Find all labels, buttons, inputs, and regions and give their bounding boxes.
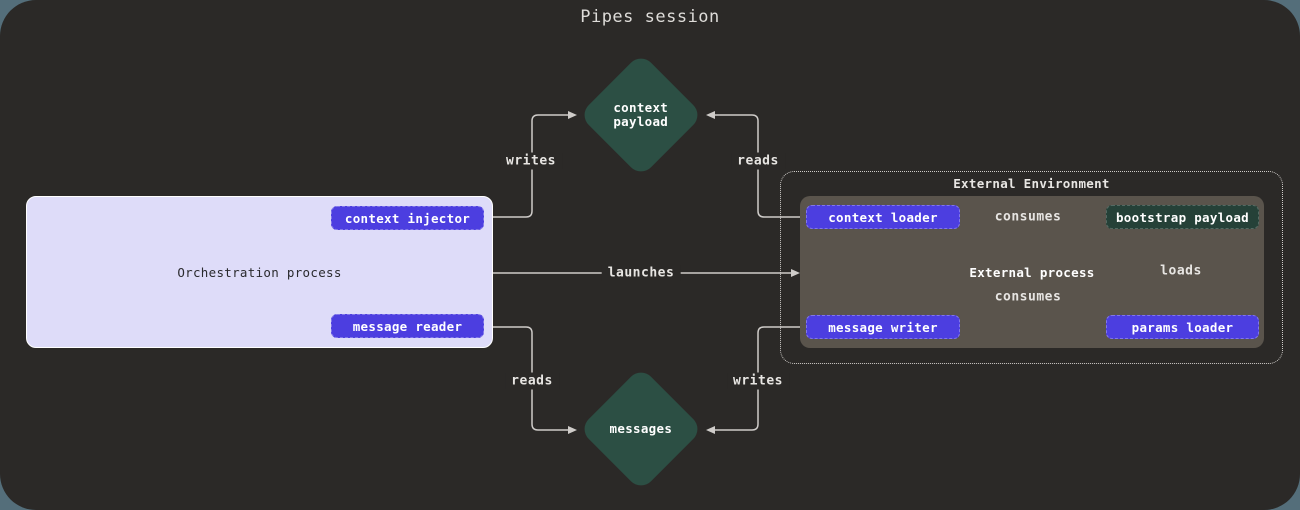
edge-label-reads-top: reads <box>731 152 785 170</box>
node-message-reader: message reader <box>331 314 484 338</box>
node-context-loader: context loader <box>806 205 960 229</box>
node-messages: messages <box>578 366 704 492</box>
node-bootstrap-payload: bootstrap payload <box>1106 205 1259 229</box>
orchestration-process-label: Orchestration process <box>177 264 342 280</box>
node-params-loader: params loader <box>1106 315 1259 339</box>
external-environment-label: External Environment <box>953 176 1110 191</box>
external-process-label: External process <box>969 264 1095 280</box>
node-context-payload-label: context payload <box>613 99 669 129</box>
node-message-reader-label: message reader <box>352 318 463 334</box>
orchestration-process-box: Orchestration process context injector m… <box>26 196 493 348</box>
node-context-loader-label: context loader <box>828 209 938 225</box>
node-context-injector: context injector <box>331 206 484 230</box>
diagram-title: Pipes session <box>580 7 720 27</box>
edge-label-launches: launches <box>601 264 681 282</box>
node-context-payload: context payload <box>578 52 704 178</box>
node-message-writer-label: message writer <box>828 319 938 335</box>
edge-label-writes-bottom: writes <box>727 372 789 390</box>
edge-label-loads: loads <box>1154 262 1208 280</box>
node-context-injector-label: context injector <box>344 210 471 226</box>
edge-label-consumes-top: consumes <box>988 208 1068 226</box>
edge-label-consumes-bottom: consumes <box>988 288 1068 306</box>
node-bootstrap-payload-label: bootstrap payload <box>1115 209 1250 225</box>
node-message-writer: message writer <box>806 315 960 339</box>
edge-label-reads-bottom: reads <box>505 372 559 390</box>
edge-label-writes-top: writes <box>500 152 562 170</box>
node-params-loader-label: params loader <box>1131 319 1234 335</box>
node-messages-label: messages <box>609 420 673 436</box>
